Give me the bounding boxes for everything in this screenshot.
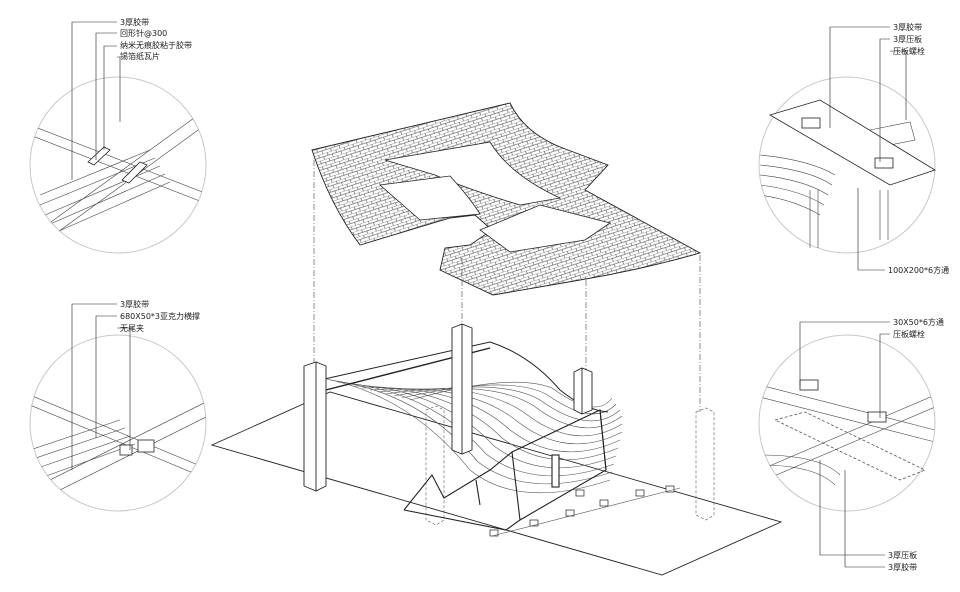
pressure-plate-detail [769, 99, 936, 186]
callout-br-1: 3厚胶带 [888, 563, 918, 572]
ground-plane [210, 391, 783, 576]
slat-roof [321, 377, 623, 494]
callout-mr-0: 30X50*6方通 [893, 318, 944, 327]
callout-tr-2: 压板螺栓 [893, 47, 925, 56]
hidden-columns [425, 405, 715, 526]
callout-tl-3: 锡箔纸瓦片 [120, 52, 160, 61]
callout-ml-0: 3厚胶带 [120, 300, 150, 309]
projection-lines [313, 160, 701, 412]
leader-lines [71, 21, 907, 568]
callout-mr-1: 压板螺栓 [893, 330, 925, 339]
callout-tl-1: 回形针@300 [120, 29, 168, 38]
callout-ml-2: 无尾夹 [120, 324, 144, 333]
base-rail [491, 487, 681, 537]
base-clips [489, 485, 675, 537]
detail-circle-mid-right [758, 334, 936, 512]
tiled-canopy [311, 102, 702, 296]
detail-circle-top-left [29, 76, 207, 254]
columns [303, 323, 593, 492]
callout-tl-2: 纳米无痕胶粘于胶带 [120, 41, 192, 50]
callout-tr-bottom: 100X200*6方通 [888, 266, 950, 275]
callout-tr-1: 3厚压板 [893, 35, 923, 44]
canopy-opening-center [479, 204, 611, 253]
acrylic-frames [403, 409, 607, 531]
bolt-plate-detail [773, 379, 926, 481]
callout-tl-0: 3厚胶带 [120, 18, 150, 27]
steel-tube-top [809, 190, 889, 248]
detail-circle-top-right [758, 76, 936, 254]
callout-tr-0: 3厚胶带 [893, 23, 923, 32]
callout-br-0: 3厚压板 [888, 551, 918, 560]
binder-clip-detail [119, 439, 155, 456]
detail-circle-mid-left [29, 334, 207, 512]
paperclip-detail [87, 146, 148, 184]
canopy-opening-lower [379, 175, 481, 221]
callout-ml-1: 680X50*3亚克力横撑 [120, 312, 201, 321]
